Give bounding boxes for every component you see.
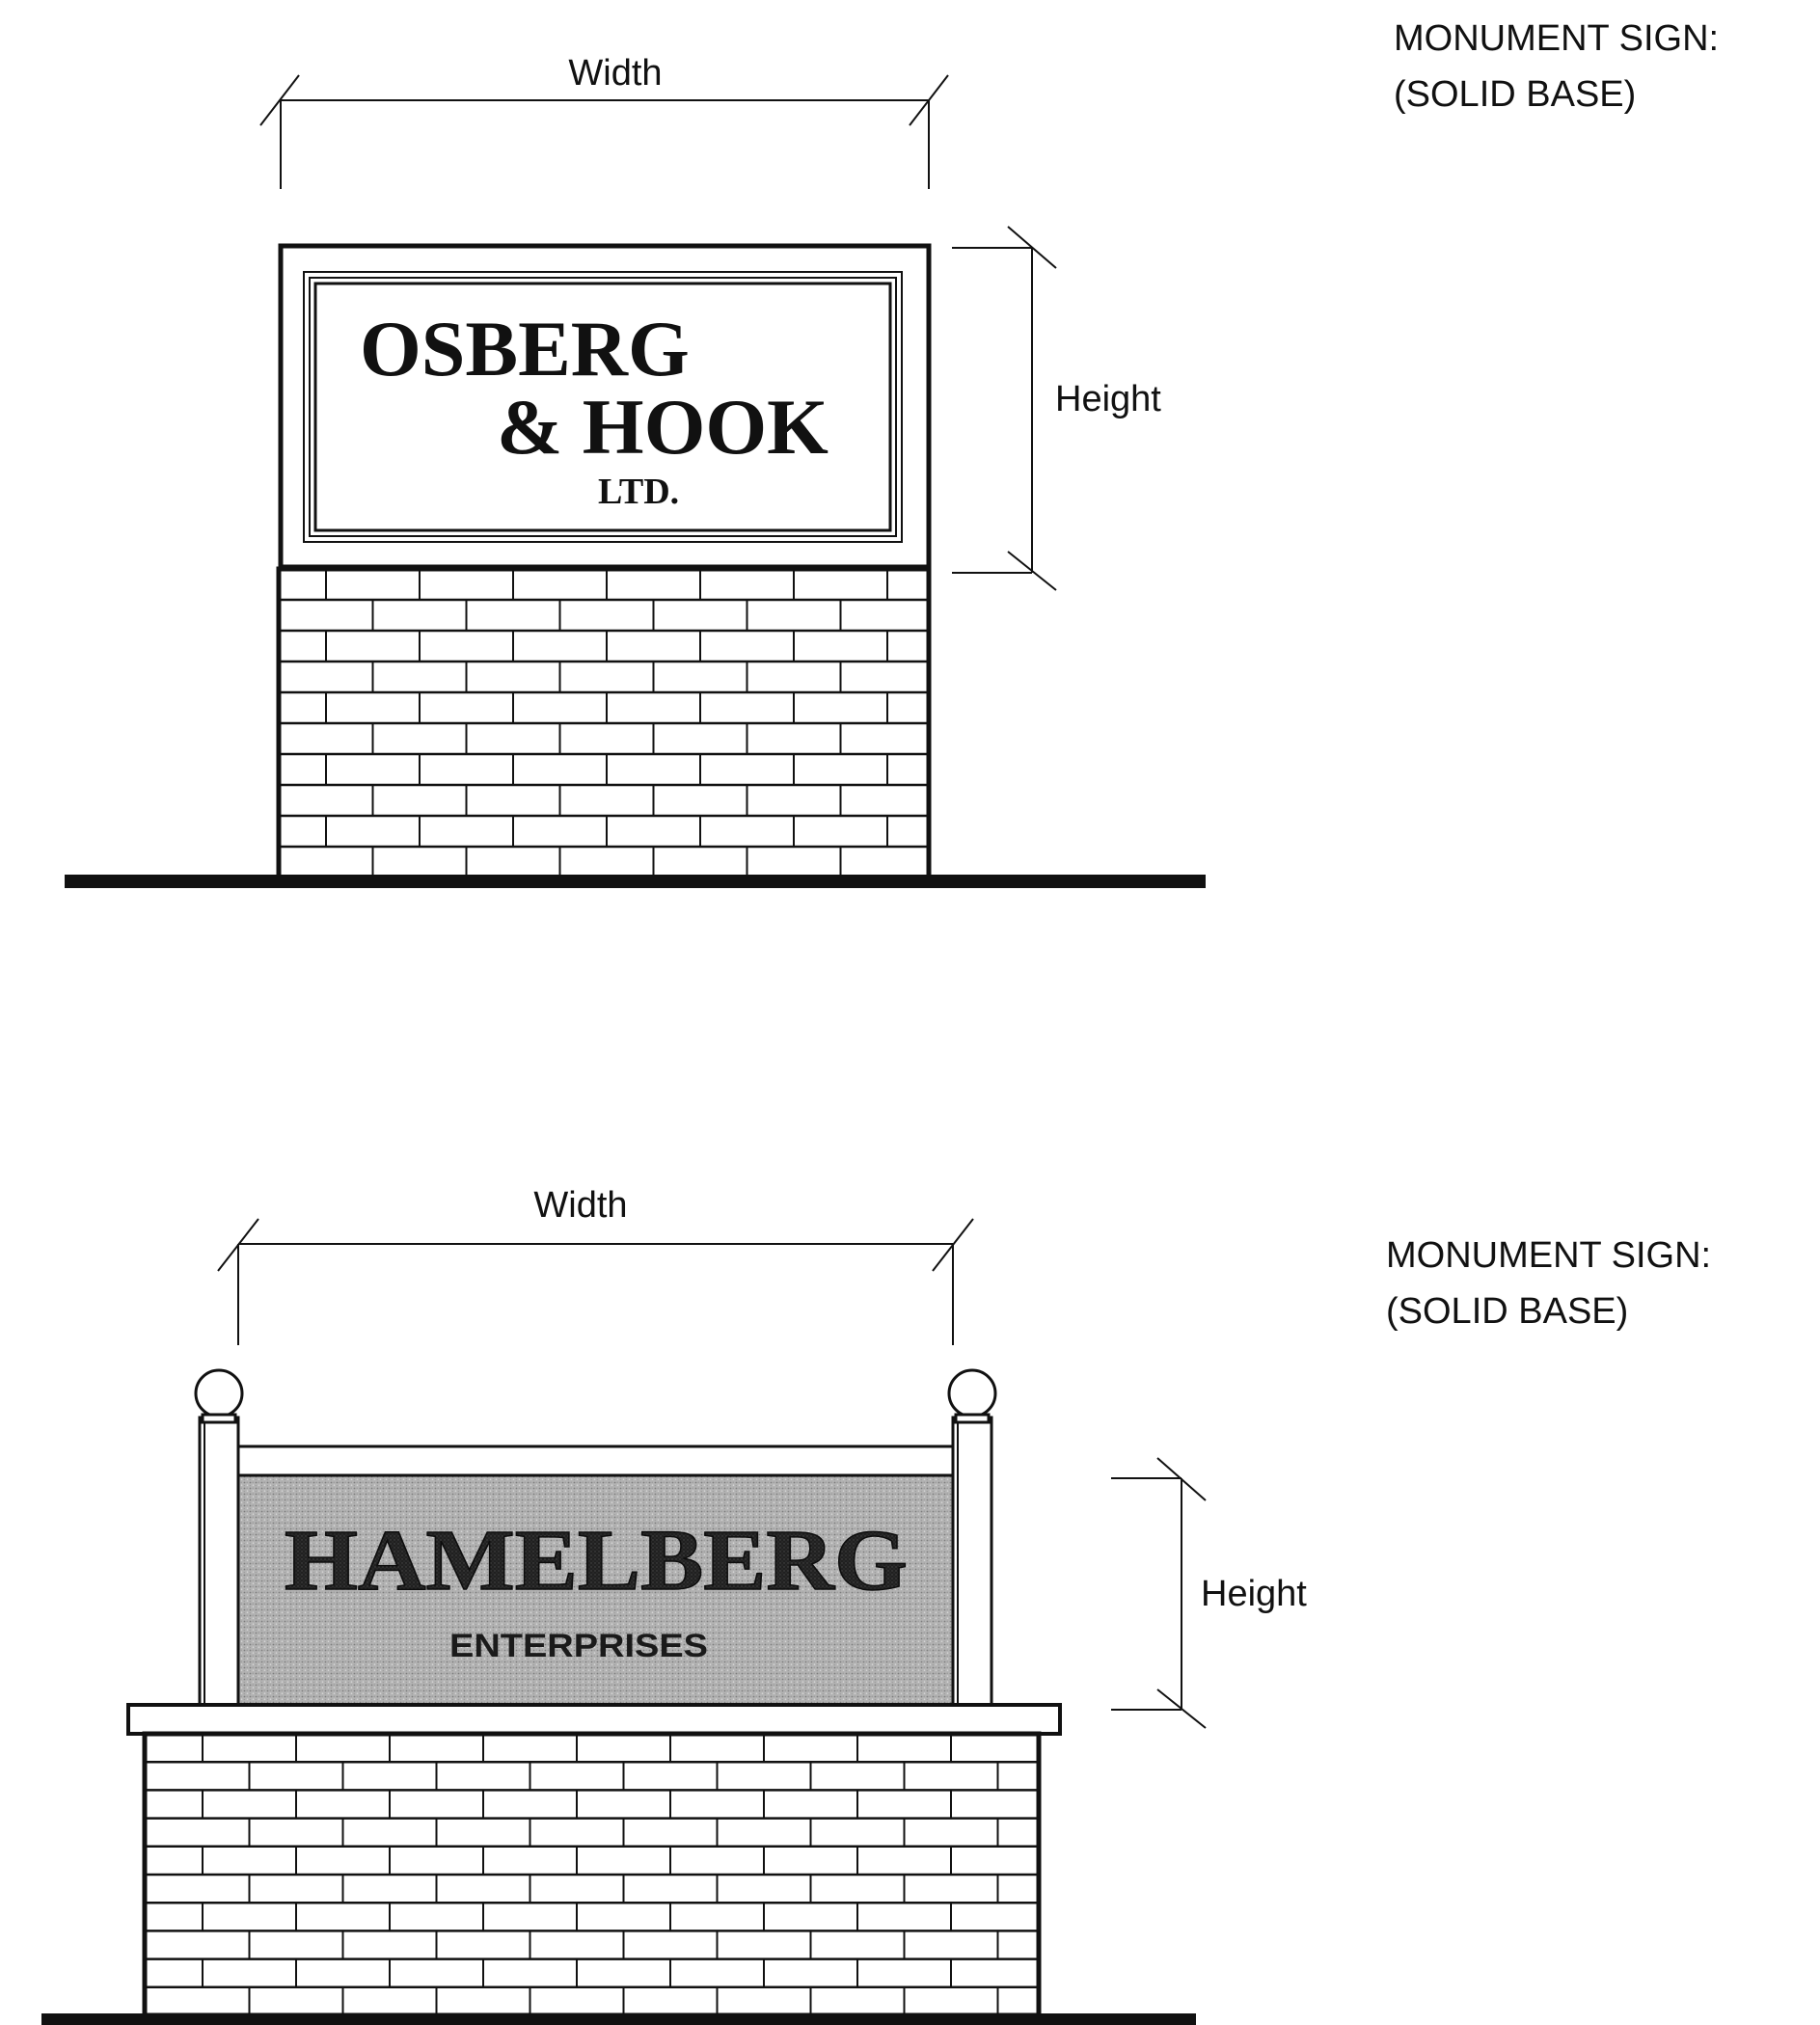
diagram-2-sign-panel xyxy=(236,1444,955,1707)
diagram-1-title-line2: (SOLID BASE) xyxy=(1394,74,1636,115)
diagram-1-sign-text-line3: LTD. xyxy=(598,472,679,512)
diagram-1-sign-text-line2: & HOOK xyxy=(497,383,829,471)
diagram-1-title-line1: MONUMENT SIGN: xyxy=(1394,18,1719,59)
diagram-2-ground-line xyxy=(41,2013,1196,2025)
diagram-2-width-dimension xyxy=(217,1218,974,1345)
diagram-1: MONUMENT SIGN: (SOLID BASE) Width Height xyxy=(65,18,1719,888)
diagram-1-height-label: Height xyxy=(1055,379,1161,419)
diagram-2-right-post xyxy=(947,1368,997,1707)
diagram-1-width-label: Width xyxy=(568,53,662,94)
diagram-2-left-post xyxy=(194,1368,244,1707)
diagram-2-base-cap xyxy=(126,1703,1062,1736)
diagram-2-title-line1: MONUMENT SIGN: xyxy=(1386,1235,1711,1276)
diagram-1-sign-cabinet xyxy=(278,243,932,570)
diagram-2-width-label: Width xyxy=(533,1185,627,1226)
diagram-2-sign-text-line2: ENTERPRISES xyxy=(449,1628,708,1664)
diagram-2-brick-base xyxy=(142,1731,1042,2018)
diagram-2-height-dimension xyxy=(1111,1457,1207,1729)
diagram-1-brick-base xyxy=(276,566,932,880)
diagram-2-sign-text-line1: HAMELBERG xyxy=(285,1513,908,1608)
diagram-2-title-line2: (SOLID BASE) xyxy=(1386,1291,1628,1332)
diagram-2-height-label: Height xyxy=(1201,1574,1307,1614)
diagram-1-height-dimension xyxy=(952,226,1057,591)
diagram-1-width-dimension xyxy=(259,74,949,189)
diagram-1-ground-line xyxy=(65,875,1206,888)
diagram-2: MONUMENT SIGN: (SOLID BASE) Width Height xyxy=(41,1185,1711,2025)
diagram-1-sign-text-line1: OSBERG xyxy=(360,305,690,392)
